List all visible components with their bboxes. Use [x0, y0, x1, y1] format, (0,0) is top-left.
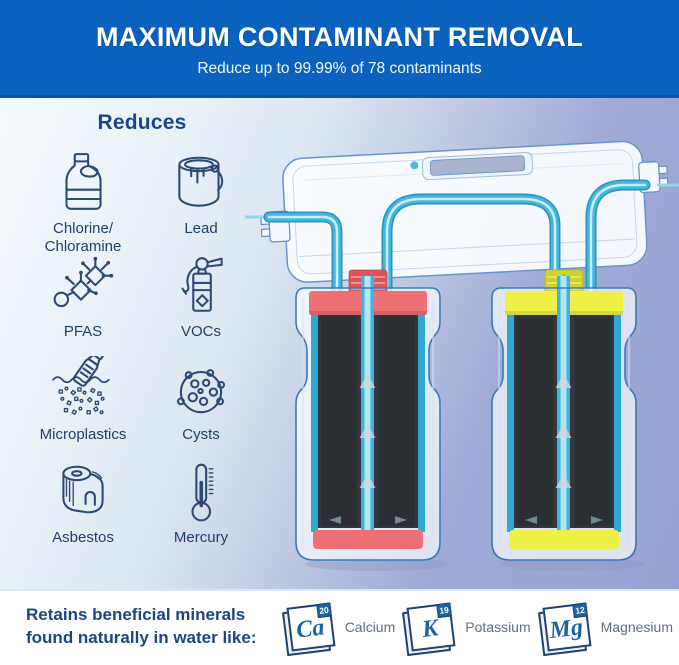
atomic-number-badge: 20 — [315, 601, 332, 618]
mineral-name: Magnesium — [600, 618, 673, 635]
stage1-cartridge — [295, 269, 441, 561]
head-handle — [429, 155, 526, 176]
stage2-shell-left — [507, 308, 514, 532]
contaminant-grid: Chlorine/ Chloramine Lead — [24, 150, 260, 562]
footer-heading: Retains beneficial minerals found natura… — [26, 604, 259, 648]
stage2-cartridge — [491, 269, 637, 561]
stage2-bottom-cap — [509, 530, 619, 549]
stage1-bottom-cap — [313, 530, 423, 549]
contaminant-item-asbestos: Asbestos — [24, 459, 142, 562]
stage1-shell-left — [311, 308, 318, 532]
head-fitting-dot — [410, 161, 419, 170]
contaminant-label: VOCs — [180, 323, 221, 340]
asbestos-roll-icon — [62, 465, 104, 514]
thermometer-icon — [191, 463, 214, 522]
stage2-housing-outline — [491, 287, 637, 561]
banner: MAXIMUM CONTAMINANT REMOVAL Reduce up to… — [0, 0, 679, 98]
mineral-name: Potassium — [465, 618, 531, 635]
minerals-footer: Retains beneficial minerals found natura… — [0, 589, 679, 662]
mineral-magnesium: Mg 12 Magnesium — [542, 601, 673, 652]
contaminant-item-vocs: VOCs — [142, 253, 260, 356]
stage1-housing-outline — [295, 287, 441, 561]
tubing — [263, 179, 651, 300]
calcium-element-tile: Ca 20 — [286, 601, 336, 652]
banner-subtitle: Reduce up to 99.99% of 78 contaminants — [197, 59, 482, 77]
contaminant-item-mercury: Mercury — [142, 459, 260, 562]
element-symbol: K — [420, 614, 440, 642]
contaminant-label: Cysts — [182, 426, 220, 443]
mineral-calcium: Ca 20 Calcium — [286, 601, 396, 652]
mineral-name: Calcium — [344, 618, 396, 635]
reduces-heading: Reduces — [97, 111, 187, 134]
filter-system-illustration — [245, 140, 679, 571]
fire-extinguisher-icon — [181, 257, 223, 312]
molecule-icon — [53, 256, 114, 308]
atomic-number-badge: 12 — [571, 601, 588, 618]
mineral-potassium: K 19 Potassium — [406, 601, 531, 652]
potassium-element-tile: K 19 — [406, 601, 456, 652]
contaminant-item-lead: Lead — [142, 150, 260, 253]
main-section: Reduces Chlorine/ Chloramine — [0, 98, 679, 589]
stage1-shell-right — [418, 308, 425, 532]
contaminant-label: Microplastics — [39, 426, 127, 443]
cyst-cell-icon — [176, 369, 226, 414]
bottle-in-water-icon — [52, 356, 110, 415]
footer-heading-line2: found naturally in water like: — [26, 627, 257, 647]
contaminant-item-microplastics: Microplastics — [24, 356, 142, 459]
contaminant-label: Lead — [184, 220, 218, 237]
paint-can-icon — [178, 156, 224, 207]
contaminant-label: Asbestos — [52, 529, 114, 546]
chlorine-jug-icon — [65, 153, 102, 210]
contaminant-label: Mercury — [173, 529, 229, 546]
contaminant-item-chlorine: Chlorine/ Chloramine — [24, 150, 142, 255]
footer-heading-line1: Retains beneficial minerals — [26, 605, 246, 625]
stage2-shell-right — [614, 308, 621, 532]
element-symbol: Ca — [294, 613, 326, 643]
contaminant-item-pfas: PFAS — [24, 253, 142, 356]
element-symbol: Mg — [547, 613, 584, 644]
banner-title: MAXIMUM CONTAMINANT REMOVAL — [95, 21, 584, 52]
magnesium-element-tile: Mg 12 — [542, 601, 592, 652]
atomic-number-badge: 19 — [436, 601, 453, 618]
contaminant-label: PFAS — [63, 323, 103, 340]
contaminant-label: Chlorine/ Chloramine — [44, 220, 122, 256]
contaminant-item-cysts: Cysts — [142, 356, 260, 459]
